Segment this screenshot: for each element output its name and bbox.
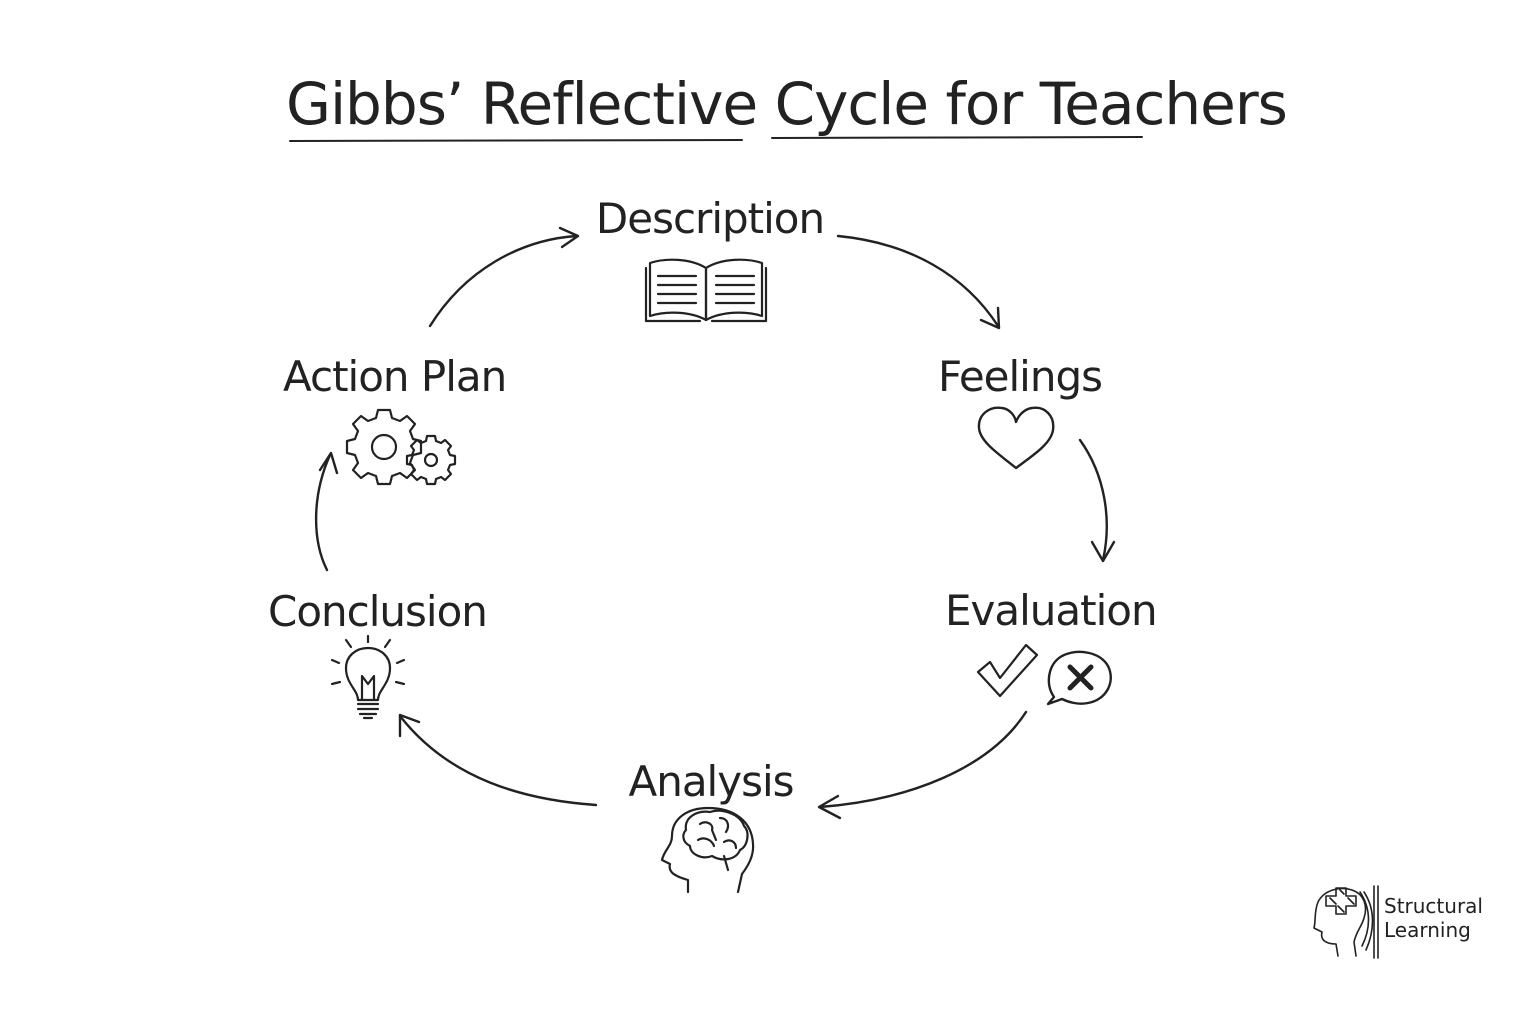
brand-line-1: Structural bbox=[1384, 894, 1483, 918]
check-icon bbox=[976, 643, 1039, 698]
brand-logo: Structural Learning bbox=[1306, 884, 1486, 964]
arrow-description-to-feelings bbox=[836, 234, 1001, 330]
heart-icon bbox=[977, 406, 1055, 470]
arrow-conclusion-to-action-plan bbox=[314, 451, 339, 572]
head-brain-icon bbox=[660, 806, 755, 894]
brand-line-2: Learning bbox=[1384, 918, 1471, 942]
arrow-analysis-to-conclusion bbox=[398, 713, 598, 807]
page-title: Gibbs’ Reflective Cycle for Teachers bbox=[286, 70, 1288, 138]
arrow-action-plan-to-description bbox=[428, 226, 580, 328]
stage-label-feelings: Feelings bbox=[937, 352, 1103, 401]
stage-label-conclusion: Conclusion bbox=[268, 587, 488, 636]
stage-label-action-plan: Action Plan bbox=[283, 352, 507, 401]
arrow-evaluation-to-analysis bbox=[817, 710, 1028, 820]
stage-label-evaluation: Evaluation bbox=[945, 586, 1158, 635]
title-underline bbox=[289, 136, 1143, 142]
open-book-icon bbox=[644, 258, 768, 323]
stage-label-analysis: Analysis bbox=[628, 757, 794, 806]
stage-label-description: Description bbox=[595, 194, 825, 243]
lightbulb-icon bbox=[330, 634, 406, 720]
arrow-feelings-to-evaluation bbox=[1078, 438, 1116, 563]
head-puzzle-logo-icon bbox=[1313, 885, 1379, 959]
gears-icon bbox=[345, 408, 457, 486]
cross-bubble-icon bbox=[1046, 650, 1112, 706]
